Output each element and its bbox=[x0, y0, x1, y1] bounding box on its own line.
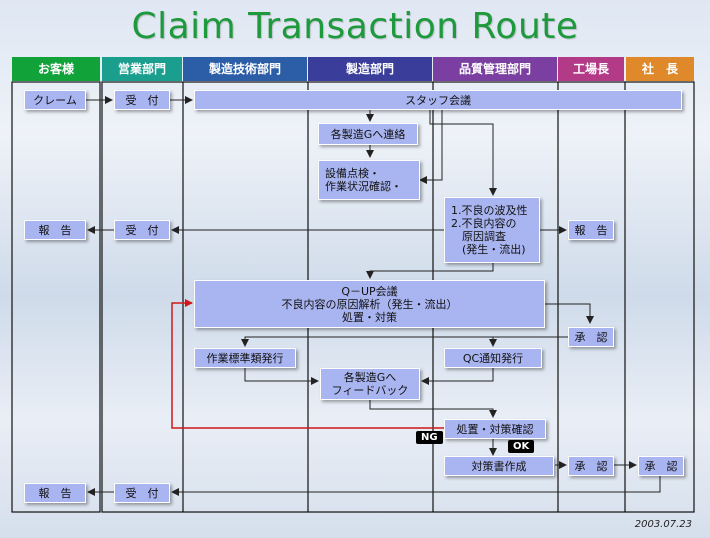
ok-label: OK bbox=[508, 440, 535, 453]
column-header-customer: お客様 bbox=[12, 57, 100, 81]
customer-report-box-2: 報 告 bbox=[24, 483, 86, 503]
feedback-box: 各製造Gへ フィードバック bbox=[320, 368, 420, 400]
page-title: Claim Transaction Route bbox=[131, 6, 579, 47]
column-header-quality-control: 品質管理部門 bbox=[433, 57, 557, 81]
factory-approve-box-2: 承 認 bbox=[568, 456, 614, 476]
defect-analysis-box: 1.不良の波及性 2.不良内容の 原因調査 (発生・流出) bbox=[444, 197, 540, 263]
factory-approve-box: 承 認 bbox=[568, 327, 614, 347]
column-header-factory-manager: 工場長 bbox=[558, 57, 624, 81]
sales-receive-box-2: 受 付 bbox=[114, 220, 170, 240]
ng-label: NG bbox=[416, 431, 443, 444]
sales-receive-box-3: 受 付 bbox=[114, 483, 170, 503]
factory-report-box: 報 告 bbox=[568, 220, 614, 240]
contact-groups-box: 各製造Gへ連絡 bbox=[318, 123, 418, 145]
president-approve-box: 承 認 bbox=[638, 456, 684, 476]
column-header-president: 社 長 bbox=[626, 57, 694, 81]
qup-meeting-box: Q－UP会議 不良内容の原因解析（発生・流出） 処置・対策 bbox=[194, 280, 545, 328]
report-create-box: 対策書作成 bbox=[444, 456, 554, 476]
sales-receive-box: 受 付 bbox=[114, 90, 170, 110]
customer-report-box: 報 告 bbox=[24, 220, 86, 240]
work-standard-box: 作業標準類発行 bbox=[194, 348, 296, 368]
staff-meeting-box: スタッフ会議 bbox=[194, 90, 682, 110]
equipment-check-box: 設備点検・ 作業状況確認・ bbox=[318, 160, 420, 200]
column-header-manufacturing: 製造部門 bbox=[308, 57, 432, 81]
column-header-sales: 営業部門 bbox=[102, 57, 182, 81]
column-header-production-engineering: 製造技術部門 bbox=[183, 57, 307, 81]
qc-notice-box: QC通知発行 bbox=[444, 348, 542, 368]
date-stamp: 2003.07.23 bbox=[634, 519, 692, 530]
measure-confirm-box: 処置・対策確認 bbox=[444, 419, 546, 439]
claim-box: クレーム bbox=[24, 90, 86, 110]
